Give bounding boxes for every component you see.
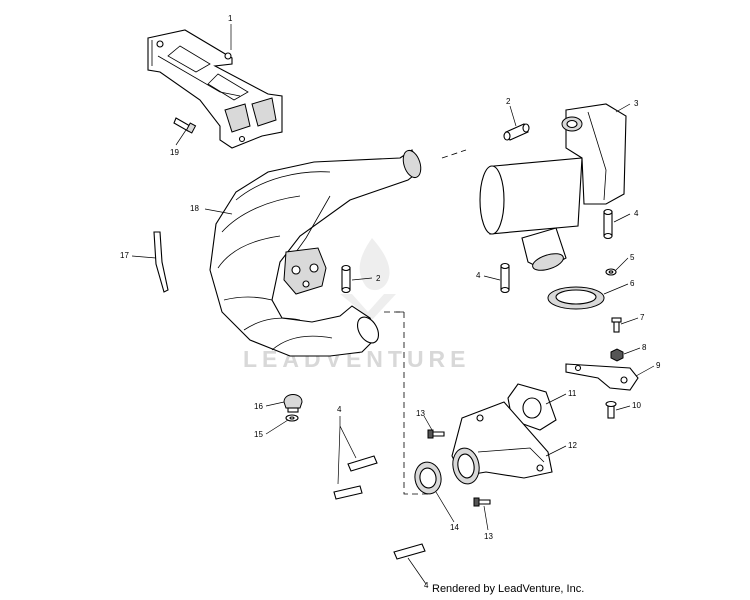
callout-11: 11 — [568, 389, 577, 398]
callout-10: 10 — [632, 401, 641, 410]
part-18-expansion-chamber — [209, 149, 422, 357]
part-12-manifold — [451, 401, 553, 485]
callout-13-lower: 13 — [484, 532, 493, 541]
part-1-bracket — [147, 29, 283, 149]
part-15-washer — [285, 414, 299, 422]
part-19-fitting — [173, 117, 197, 134]
callout-15: 15 — [254, 430, 263, 439]
callout-4-bottom: 4 — [424, 581, 429, 590]
callout-3: 3 — [634, 99, 639, 108]
part-4-spring-left-upper — [347, 455, 378, 472]
part-7-bolt — [611, 317, 622, 333]
callout-numbers: 1 2 2 3 4 4 4 4 5 6 7 8 9 10 11 12 13 13… — [120, 14, 661, 590]
callout-2-center: 2 — [376, 274, 381, 283]
part-5-washer — [605, 268, 617, 276]
callout-6: 6 — [630, 279, 635, 288]
callout-2-upper: 2 — [506, 97, 511, 106]
part-16-grommet — [283, 394, 303, 413]
watermark-logo — [340, 238, 396, 320]
callout-4-right: 4 — [634, 209, 639, 218]
part-2-spring-middle — [341, 264, 351, 294]
callout-5: 5 — [630, 253, 635, 262]
callout-14: 14 — [450, 523, 459, 532]
callout-4-center: 4 — [476, 271, 481, 280]
part-17-strap — [153, 231, 169, 293]
part-4-spring-right — [603, 208, 613, 240]
callout-9: 9 — [656, 361, 661, 370]
part-9-bracket-plate — [565, 363, 639, 391]
callout-8: 8 — [642, 343, 647, 352]
callout-1: 1 — [228, 14, 233, 23]
callout-16: 16 — [254, 402, 263, 411]
render-credit: Rendered by LeadVenture, Inc. — [432, 583, 585, 595]
callout-13-upper: 13 — [416, 409, 425, 418]
part-13-bolt-lower — [473, 497, 491, 507]
part-4-spring-bottom — [393, 543, 426, 560]
part-4-spring-left-lower — [333, 485, 363, 500]
part-8-nut — [610, 348, 624, 362]
part-2-spring-upper — [503, 123, 530, 141]
callout-17: 17 — [120, 251, 129, 260]
callout-12: 12 — [568, 441, 577, 450]
callout-18: 18 — [190, 204, 199, 213]
assembly-lines — [384, 149, 467, 495]
callout-7: 7 — [640, 313, 645, 322]
part-3-silencer — [479, 103, 627, 271]
callout-4-left: 4 — [337, 405, 342, 414]
part-14-seal-ring — [414, 461, 442, 495]
part-6-gasket — [547, 286, 605, 310]
part-4-spring-center — [500, 262, 510, 294]
callout-19: 19 — [170, 148, 179, 157]
leader-lines — [131, 24, 655, 585]
part-13-bolt-upper — [427, 429, 445, 439]
part-11-flange-gasket — [507, 383, 557, 431]
part-10-stud — [605, 400, 617, 419]
